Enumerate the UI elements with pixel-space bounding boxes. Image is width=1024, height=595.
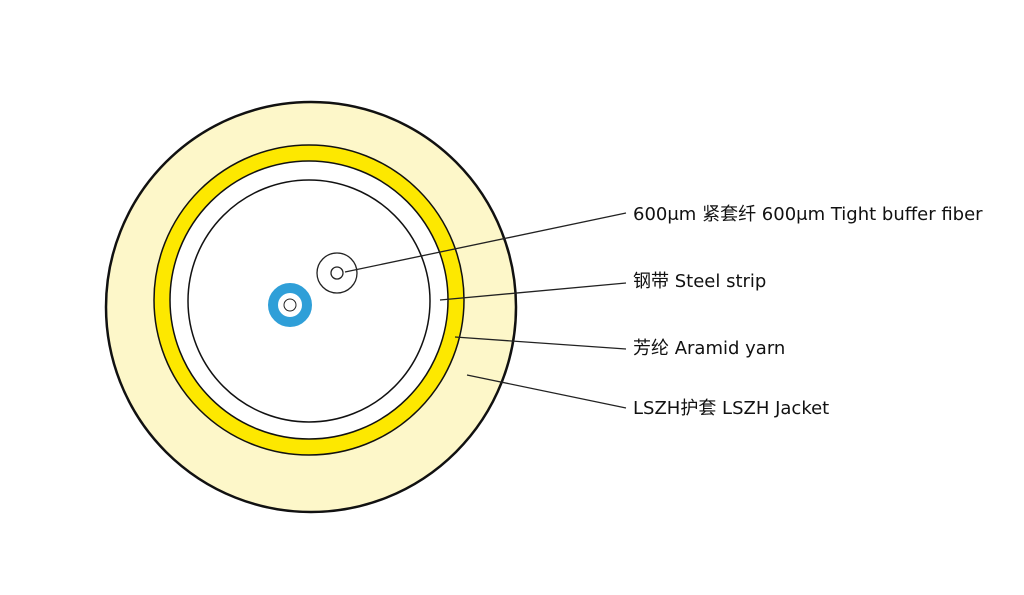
tight-buffer-fiber — [316, 252, 358, 294]
label-tight-buffer-fiber: 600μm 紧套纤 600μm Tight buffer fiber — [633, 204, 983, 225]
blue-fiber-core — [283, 298, 297, 312]
leader-line-fiber — [344, 212, 627, 273]
label-steel-strip: 钢带 Steel strip — [633, 271, 767, 292]
leader-line-aramid — [454, 336, 627, 350]
label-lszh-jacket: LSZH护套 LSZH Jacket — [633, 398, 830, 419]
blue-fiber — [268, 283, 312, 327]
leader-line-jacket — [466, 374, 627, 409]
tight-buffer-fiber-core — [330, 266, 344, 280]
label-aramid-yarn: 芳纶 Aramid yarn — [633, 338, 786, 359]
leader-line-steel — [439, 282, 627, 301]
